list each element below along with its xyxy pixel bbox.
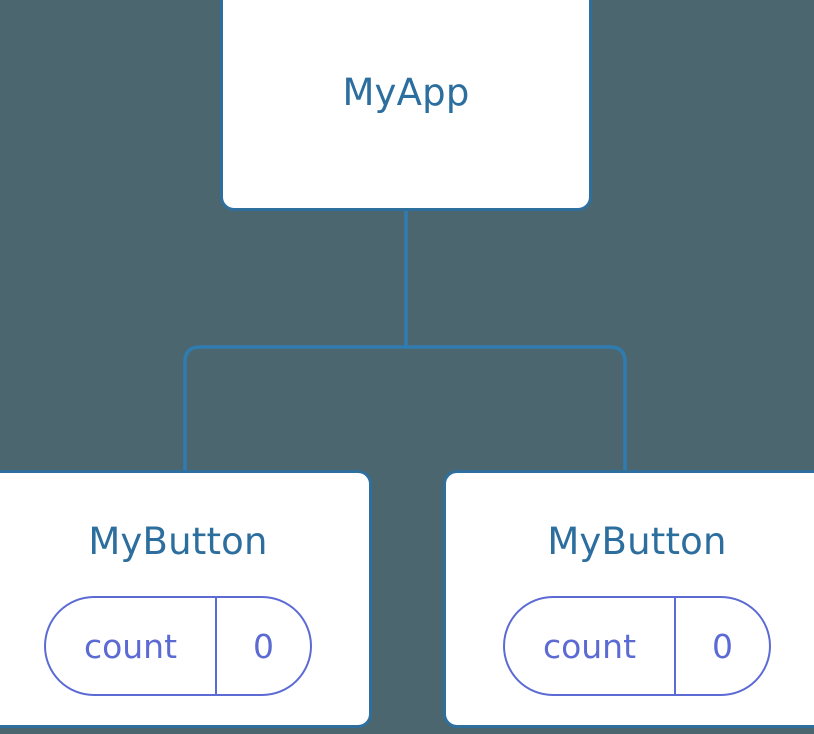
- edge-to-child-right: [406, 345, 627, 470]
- state-pill-right[interactable]: count 0: [503, 596, 771, 696]
- state-key-right: count: [505, 598, 676, 694]
- node-myapp-label: MyApp: [342, 71, 470, 114]
- state-value-right: 0: [712, 626, 733, 666]
- node-mybutton-right[interactable]: MyButton count 0: [443, 470, 814, 728]
- node-mybutton-left-label: MyButton: [88, 520, 268, 563]
- node-mybutton-left[interactable]: MyButton count 0: [0, 470, 372, 728]
- state-value-left: 0: [253, 626, 274, 666]
- node-mybutton-right-label: MyButton: [547, 520, 727, 563]
- state-pill-left[interactable]: count 0: [44, 596, 312, 696]
- state-key-left: count: [46, 598, 217, 694]
- edge-to-child-left: [183, 345, 406, 470]
- node-myapp[interactable]: MyApp: [220, 0, 592, 211]
